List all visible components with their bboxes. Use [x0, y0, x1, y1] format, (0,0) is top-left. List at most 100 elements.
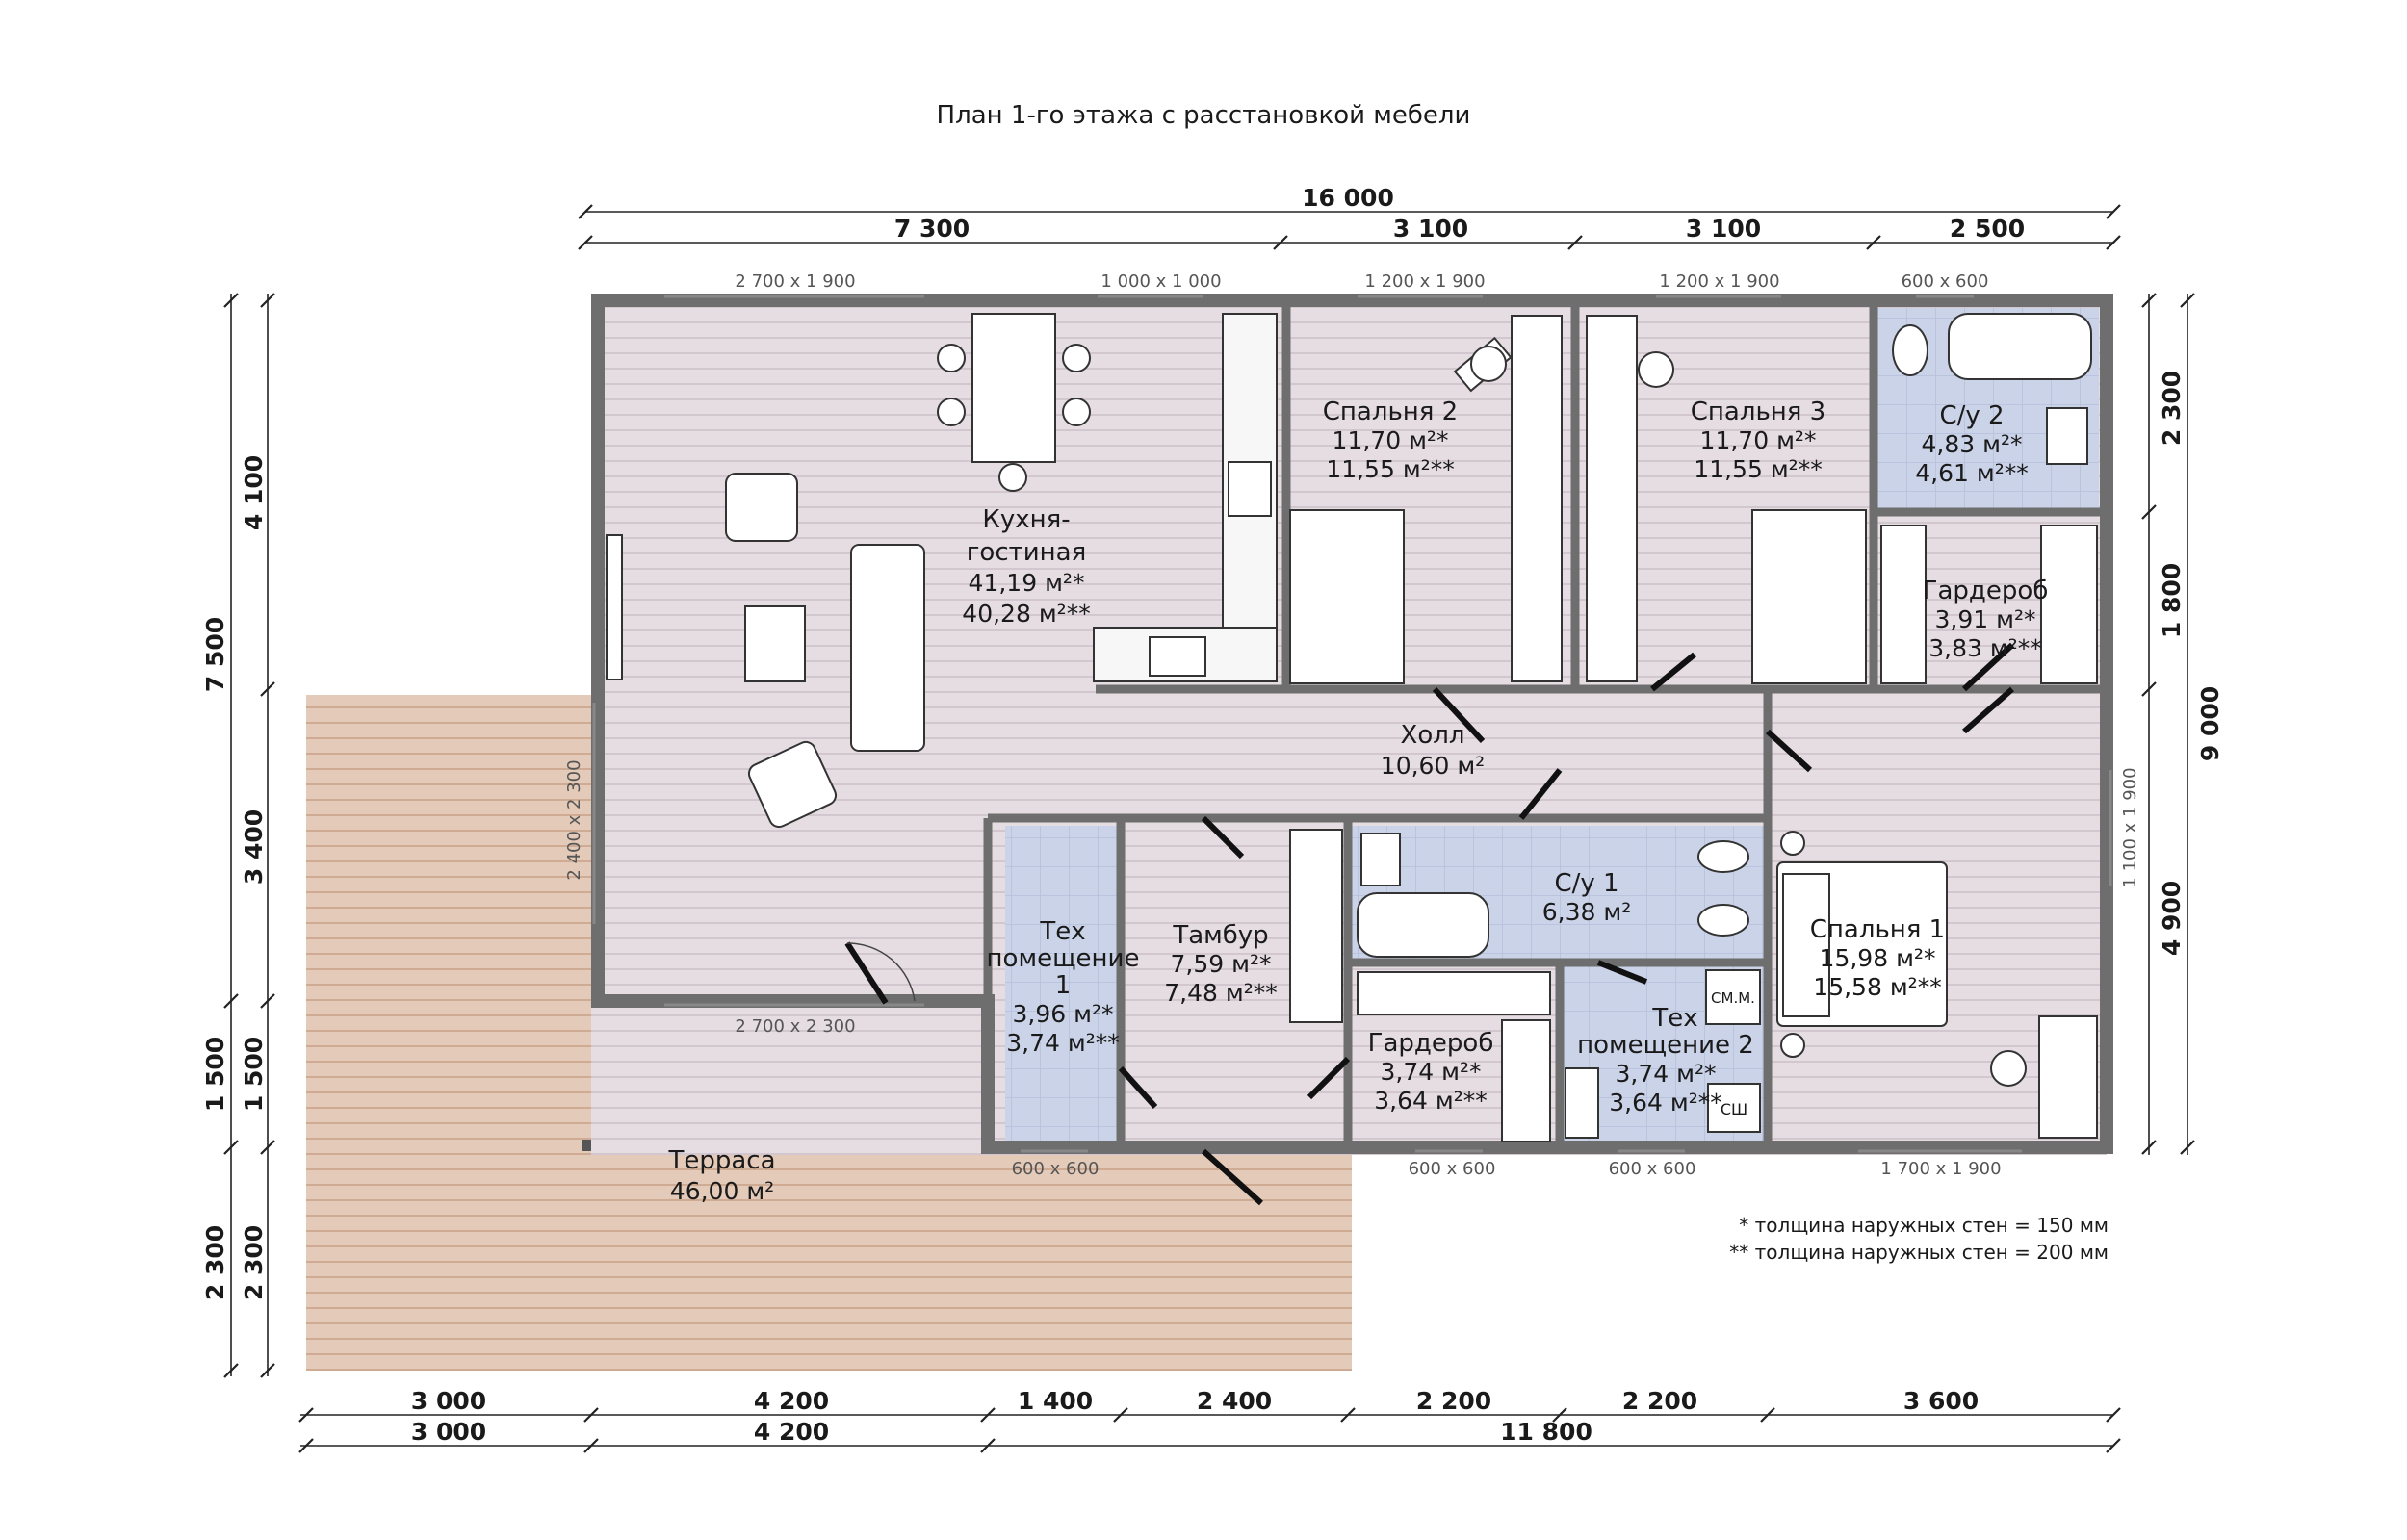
washbasin — [1360, 833, 1401, 886]
closet — [1880, 525, 1927, 684]
dim-bottom-row1: 2 200 — [1416, 1387, 1491, 1415]
dim-left-inner: 2 300 — [240, 1225, 268, 1300]
hall-name: Холл — [1401, 721, 1465, 750]
bedroom2-name: Спальня 2 — [1323, 398, 1458, 426]
dim-right-inner: 2 300 — [2158, 371, 2186, 446]
boiler — [1565, 1067, 1599, 1139]
window-label: 2 700 х 1 900 — [735, 271, 855, 292]
dim-bottom-row1: 3 000 — [411, 1387, 486, 1415]
window-label: 600 х 600 — [1409, 1159, 1496, 1179]
bath2-area-2: 4,61 м²** — [1915, 459, 2029, 487]
floor-tech1 — [1005, 826, 1121, 1149]
bedroom3-name: Спальня 3 — [1691, 398, 1825, 426]
hall-area: 10,60 м² — [1381, 752, 1485, 780]
window-label: 600 х 600 — [1609, 1159, 1696, 1179]
dim-bottom-row2: 11 800 — [1500, 1418, 1592, 1446]
dim-right-inner: 4 900 — [2158, 881, 2186, 956]
toilet — [1892, 324, 1928, 376]
wardrobe-bottom-name: Гардероб — [1368, 1029, 1494, 1058]
tech1-name-2: помещение — [987, 944, 1140, 973]
window-label: 1 200 х 1 900 — [1364, 271, 1485, 292]
dimension-lines — [223, 204, 2195, 1453]
wardrobe-top-area-2: 3,83 м²** — [1928, 634, 2042, 662]
terrace-name: Терраса — [667, 1146, 775, 1175]
bath1-name: С/у 1 — [1554, 869, 1618, 898]
window-label: 1 000 х 1 000 — [1100, 271, 1221, 292]
terrace-area: 46,00 м² — [670, 1177, 774, 1205]
dim-right-outer: 9 000 — [2196, 686, 2224, 761]
dim-left-outer: 7 500 — [201, 617, 229, 692]
tech2-name-2: помещение 2 — [1577, 1031, 1754, 1060]
dim-left-inner: 4 100 — [240, 455, 268, 530]
bath2-area-1: 4,83 м²* — [1922, 430, 2023, 458]
tech2-area-2: 3,64 м²** — [1609, 1089, 1722, 1116]
coffee-table — [744, 605, 806, 682]
wardrobe — [1586, 315, 1638, 682]
kitchen-name-2: гостиная — [967, 538, 1086, 567]
dim-bottom-row2: 3 000 — [411, 1418, 486, 1446]
kitchen-name-1: Кухня- — [982, 505, 1070, 534]
dim-bottom-row2: 4 200 — [754, 1418, 829, 1446]
wardrobe-top-name: Гардероб — [1923, 577, 2049, 605]
dim-right-inner: 1 800 — [2158, 563, 2186, 638]
note-150: * толщина наружных стен = 150 мм — [1739, 1214, 2109, 1237]
desk — [2038, 1015, 2098, 1139]
window-label: 1 200 х 1 900 — [1659, 271, 1779, 292]
armchair — [747, 740, 838, 829]
dim-left-outer: 2 300 — [201, 1225, 229, 1300]
window-label: 1 700 х 1 900 — [1880, 1159, 2001, 1179]
dim-top-seg: 7 300 — [894, 215, 970, 243]
bedroom1-name: Спальня 1 — [1810, 915, 1945, 944]
vestibule-area-1: 7,59 м²* — [1171, 950, 1272, 978]
wardrobe-bottom-area-2: 3,64 м²** — [1374, 1087, 1488, 1115]
armchair — [725, 473, 798, 542]
closet — [1501, 1019, 1551, 1142]
dim-bottom-row1: 1 400 — [1018, 1387, 1093, 1415]
dim-left-inner: 1 500 — [240, 1037, 268, 1112]
tech2-area-1: 3,74 м²* — [1616, 1060, 1717, 1088]
toilet — [1697, 840, 1749, 873]
dim-top-total: 16 000 — [1302, 184, 1394, 212]
interior-walls — [983, 300, 2107, 1147]
bedroom1-area-2: 15,58 м²** — [1813, 973, 1941, 1001]
window-label: 2 400 х 2 300 — [564, 759, 584, 880]
washer-label: СМ.М. — [1711, 989, 1755, 1007]
dim-bottom-row1: 2 200 — [1622, 1387, 1697, 1415]
window-marks — [592, 295, 2112, 1153]
dim-left-outer: 1 500 — [201, 1037, 229, 1112]
kitchen-area-1: 41,19 м²* — [969, 569, 1085, 597]
room-labels: Кухня- гостиная 41,19 м²* 40,28 м²** Спа… — [667, 398, 2048, 1205]
bedroom1-area-1: 15,98 м²* — [1820, 944, 1936, 972]
bed — [1289, 509, 1405, 684]
tech1-area-2: 3,74 м²** — [1006, 1029, 1120, 1057]
bathtub — [1948, 313, 2092, 380]
bathtub — [1357, 892, 1489, 958]
tech1-name-3: 1 — [1055, 971, 1072, 1000]
wardrobe — [1511, 315, 1563, 682]
plan-title: План 1-го этажа с расстановкой мебели — [937, 101, 1471, 130]
tech1-name-1: Тех — [1039, 917, 1085, 946]
note-200: ** толщина наружных стен = 200 мм — [1729, 1241, 2109, 1264]
dim-bottom-row1: 3 600 — [1903, 1387, 1979, 1415]
bed — [1751, 509, 1867, 684]
dim-top-seg: 3 100 — [1393, 215, 1468, 243]
dining-table — [971, 313, 1056, 463]
closet — [2040, 525, 2098, 684]
bedroom2-area-1: 11,70 м²* — [1333, 426, 1449, 454]
closet — [1357, 971, 1551, 1015]
window-label: 2 700 х 2 300 — [735, 1016, 855, 1037]
window-labels: 2 700 х 1 900 1 000 х 1 000 1 200 х 1 90… — [564, 271, 2140, 1179]
bidet — [1697, 904, 1749, 937]
wardrobe-top-area-1: 3,91 м²* — [1935, 605, 2036, 633]
closet — [1289, 829, 1343, 1023]
window-label: 1 100 х 1 900 — [2120, 767, 2140, 887]
kitchen-area-2: 40,28 м²** — [962, 600, 1090, 628]
wall-thickness-notes: * толщина наружных стен = 150 мм ** толщ… — [1729, 1214, 2109, 1264]
oven — [1228, 461, 1272, 517]
dim-top-seg: 2 500 — [1950, 215, 2025, 243]
bedroom3-area-1: 11,70 м²* — [1700, 426, 1817, 454]
tech1-area-1: 3,96 м²* — [1013, 1000, 1114, 1028]
dim-top-seg: 3 100 — [1686, 215, 1761, 243]
fireplace — [606, 534, 623, 680]
